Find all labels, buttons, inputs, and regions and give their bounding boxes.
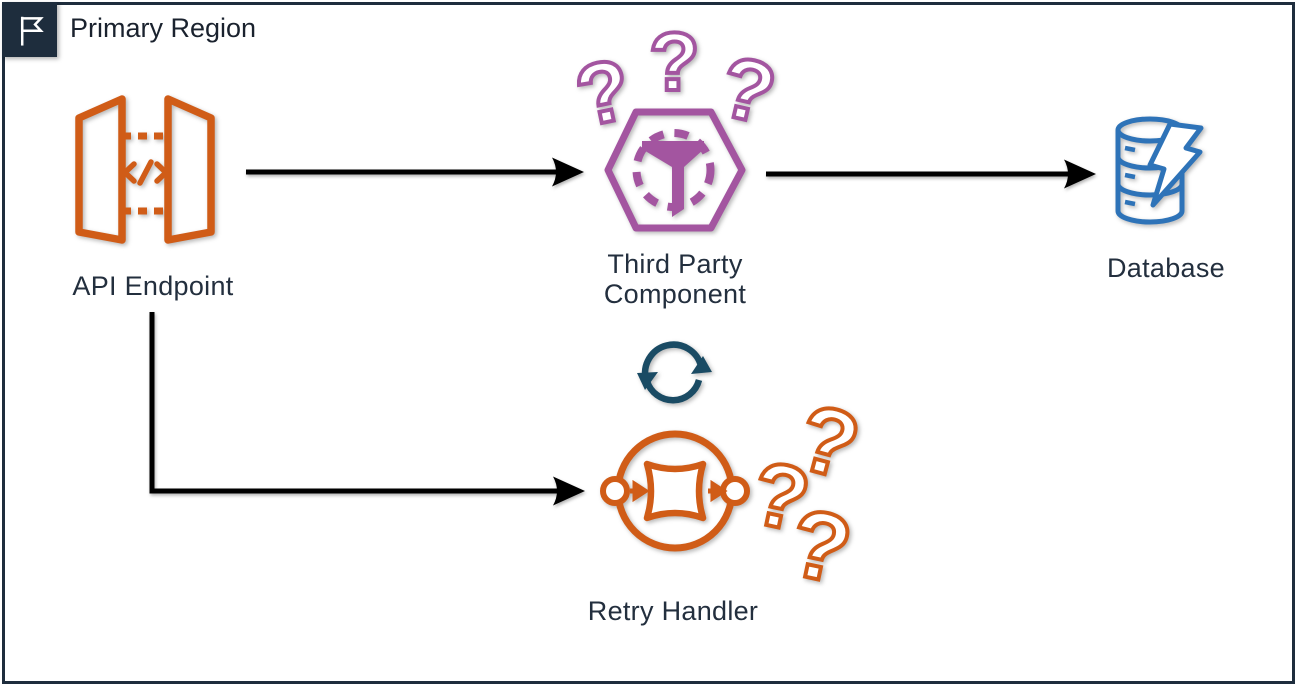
workflow-cushion-glyph — [643, 460, 707, 522]
label-third-party: Third Party Component — [603, 249, 747, 309]
question-mark-icon: ? — [711, 38, 780, 135]
retry-workflow-icon — [600, 430, 750, 552]
label-api-endpoint: API Endpoint — [72, 271, 234, 301]
database-lightning-icon — [1115, 116, 1204, 225]
arrowhead — [553, 476, 585, 506]
code-glyph — [122, 159, 169, 186]
question-mark-icon: ? — [649, 20, 700, 108]
region-title: Primary Region — [70, 13, 257, 43]
sync-arrows-icon — [637, 341, 712, 404]
retry-question-marks: ? ? ? — [741, 392, 865, 592]
label-retry-handler: Retry Handler — [587, 596, 759, 626]
lightning-bolt-glyph — [1147, 121, 1204, 208]
funnel-glyph — [642, 141, 704, 217]
hexagon-filter-icon — [604, 108, 746, 232]
arrowhead — [552, 157, 584, 187]
edge-api-to-retryhandler — [149, 312, 557, 494]
label-database: Database — [1107, 253, 1225, 283]
question-mark-icon: ? — [568, 41, 639, 135]
flag-icon — [20, 16, 44, 46]
arrowhead — [1064, 159, 1096, 189]
api-gateway-endpoint-icon — [75, 95, 215, 244]
thirdparty-question-marks: ? ? ? — [566, 20, 780, 135]
region-flag-box — [2, 2, 57, 57]
